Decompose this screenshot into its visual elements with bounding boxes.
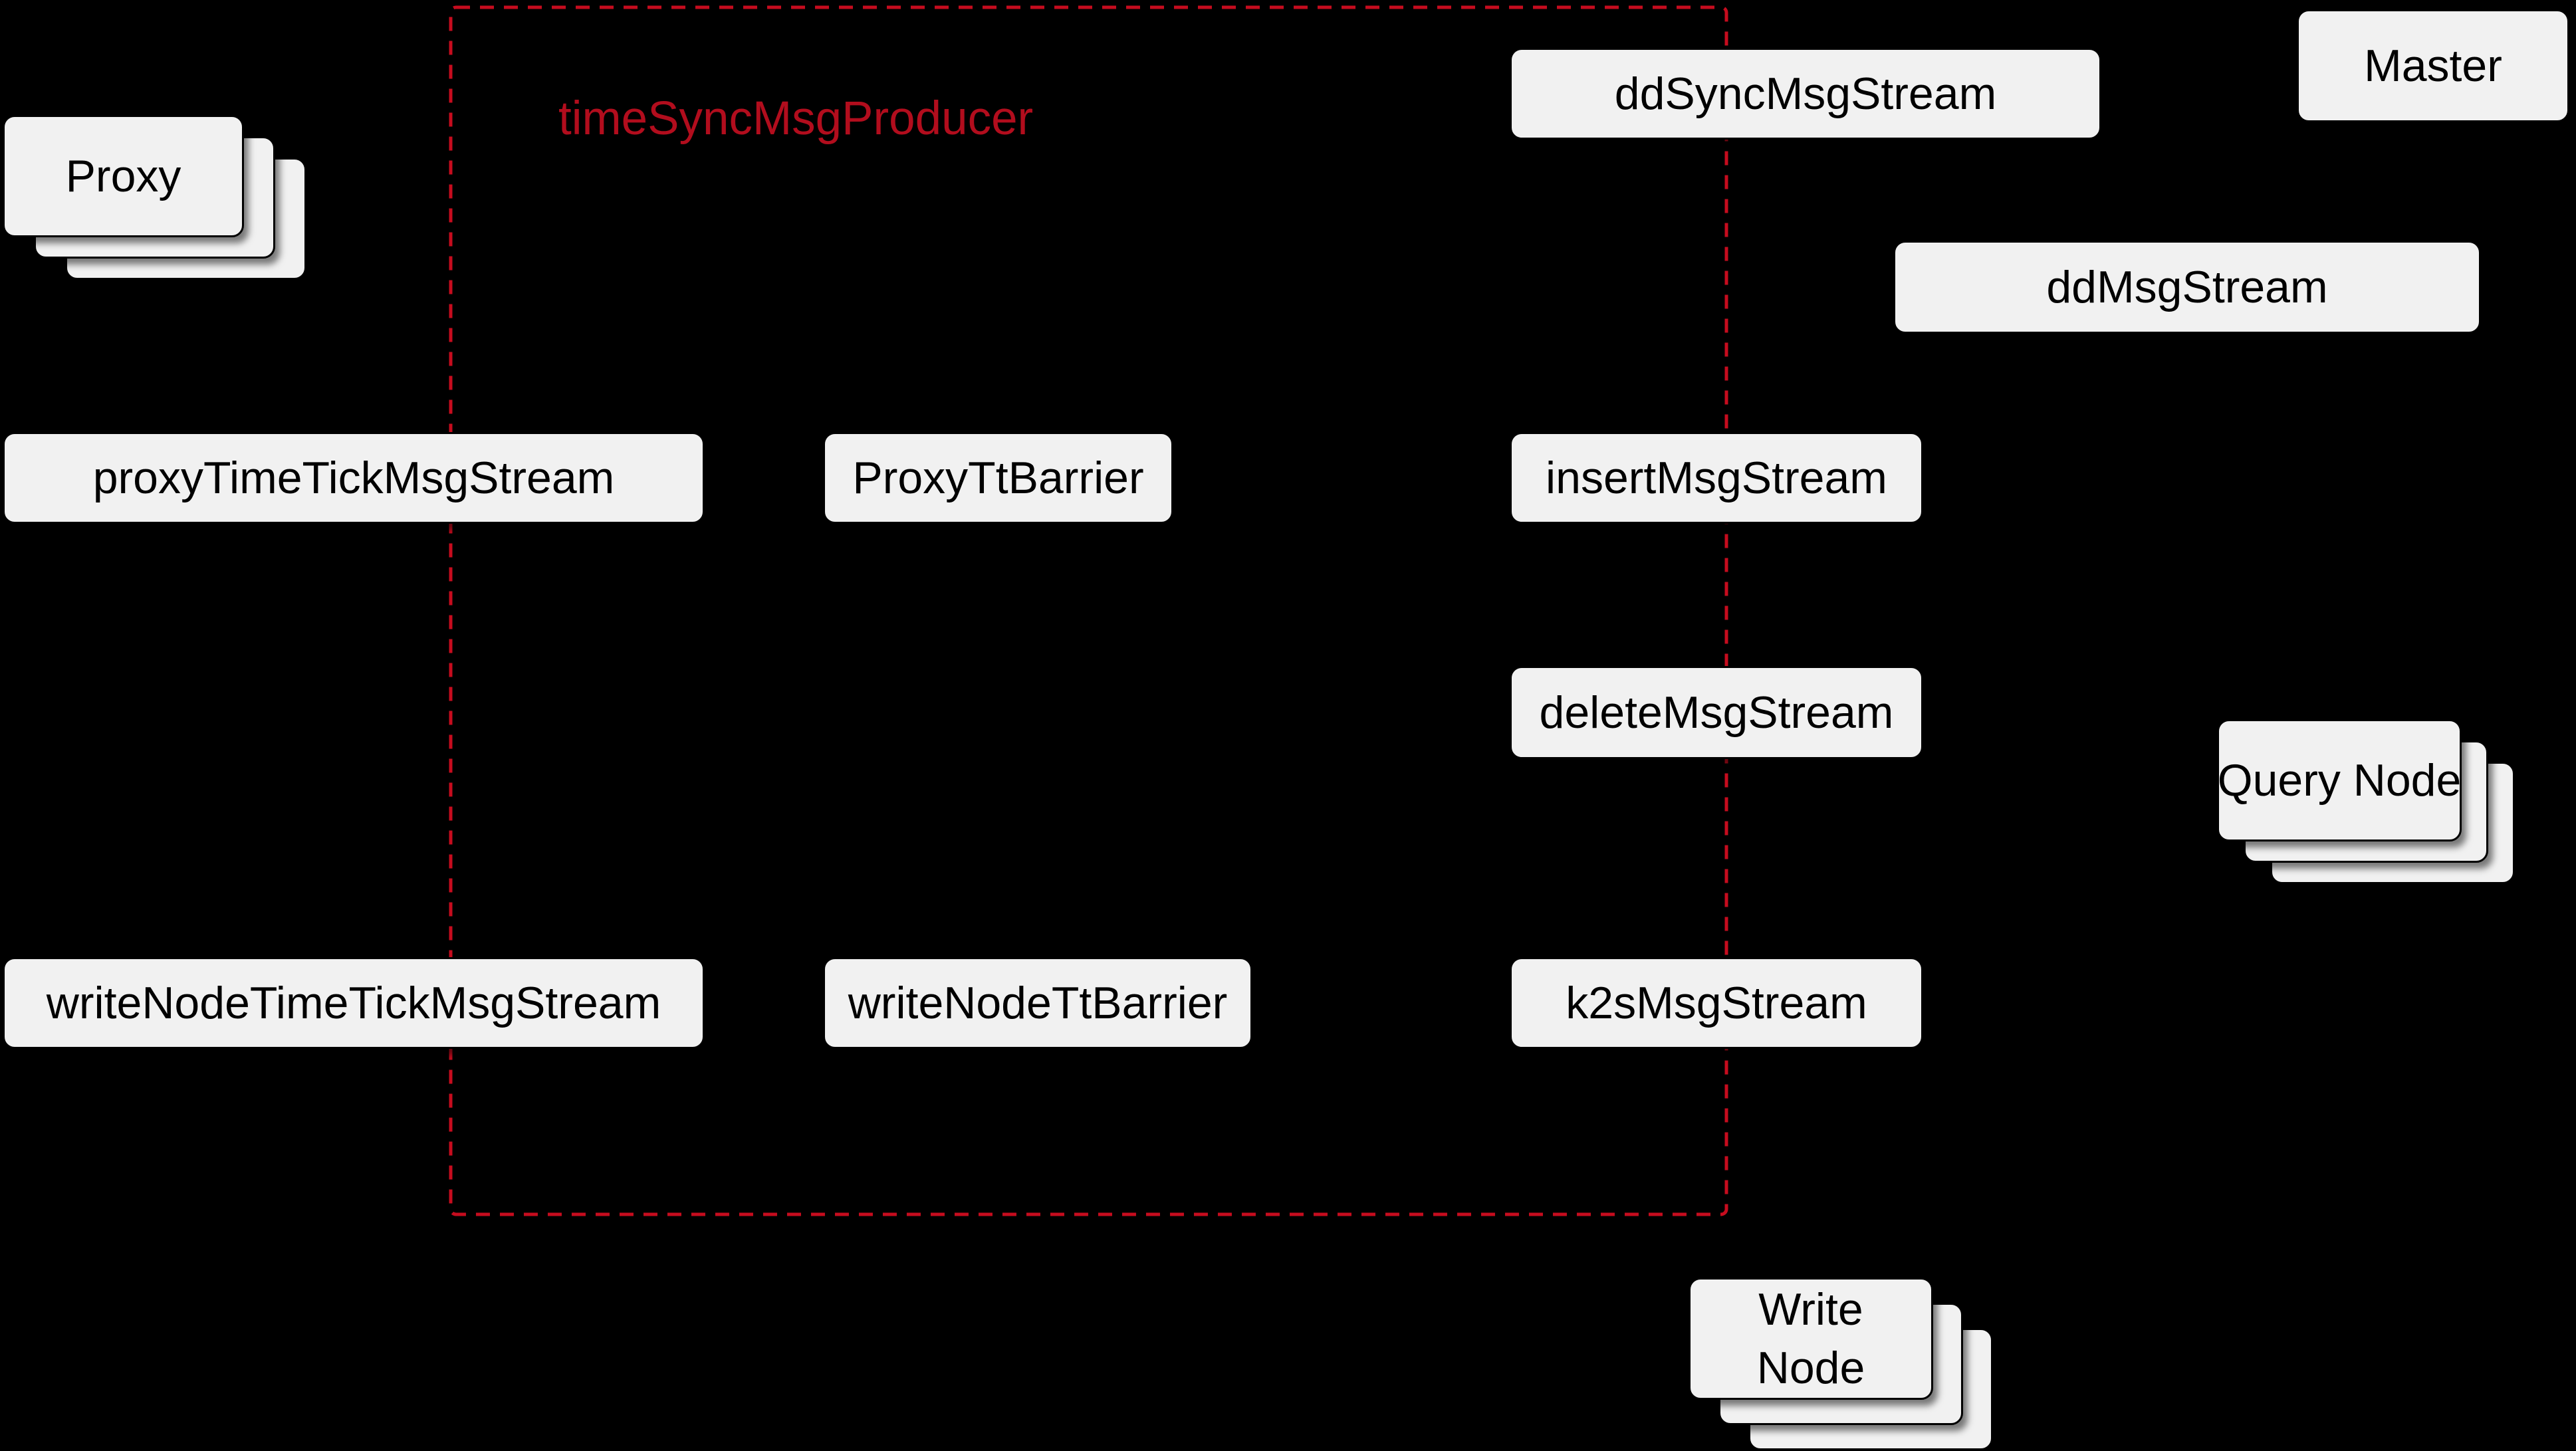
master-node-label: Master xyxy=(2364,41,2502,91)
dd-sync-msg-stream-box: ddSyncMsgStream xyxy=(1510,48,2101,140)
proxy-tt-barrier-box: ProxyTtBarrier xyxy=(823,432,1173,524)
write-node-label-line2: Node xyxy=(1756,1343,1865,1393)
insert-msg-stream-box: insertMsgStream xyxy=(1510,432,1923,524)
dd-sync-msg-stream-label: ddSyncMsgStream xyxy=(1614,68,1997,119)
proxy-time-tick-msg-stream-label: proxyTimeTickMsgStream xyxy=(92,453,615,503)
proxy-node-label: Proxy xyxy=(65,151,181,201)
write-node-label-line1: Write xyxy=(1758,1284,1863,1335)
proxy-time-tick-msg-stream-box: proxyTimeTickMsgStream xyxy=(3,432,705,524)
master-node: Master xyxy=(2297,9,2569,122)
dashed-rect xyxy=(449,5,1728,1216)
k2s-msg-stream-box: k2sMsgStream xyxy=(1510,957,1923,1049)
dd-msg-stream-box: ddMsgStream xyxy=(1893,241,2481,334)
proxy-tt-barrier-label: ProxyTtBarrier xyxy=(852,453,1144,503)
query-node: Query Node xyxy=(2217,719,2462,841)
write-node: Write Node xyxy=(1689,1278,1933,1400)
time-sync-producer-label: timeSyncMsgProducer xyxy=(558,92,1034,145)
time-sync-producer-boundary xyxy=(449,5,1728,1216)
write-node-tt-barrier-label: writeNodeTtBarrier xyxy=(848,978,1228,1028)
delete-msg-stream-box: deleteMsgStream xyxy=(1510,666,1923,759)
write-node-label: Write Node xyxy=(1757,1280,1865,1397)
query-node-label: Query Node xyxy=(2217,755,2462,806)
write-node-tt-barrier-box: writeNodeTtBarrier xyxy=(823,957,1252,1049)
proxy-node: Proxy xyxy=(3,115,244,237)
insert-msg-stream-label: insertMsgStream xyxy=(1546,453,1887,503)
write-node-time-tick-msg-stream-label: writeNodeTimeTickMsgStream xyxy=(46,978,661,1028)
dd-msg-stream-label: ddMsgStream xyxy=(2046,262,2328,312)
write-node-time-tick-msg-stream-box: writeNodeTimeTickMsgStream xyxy=(3,957,705,1049)
k2s-msg-stream-label: k2sMsgStream xyxy=(1566,978,1867,1028)
delete-msg-stream-label: deleteMsgStream xyxy=(1539,687,1894,738)
